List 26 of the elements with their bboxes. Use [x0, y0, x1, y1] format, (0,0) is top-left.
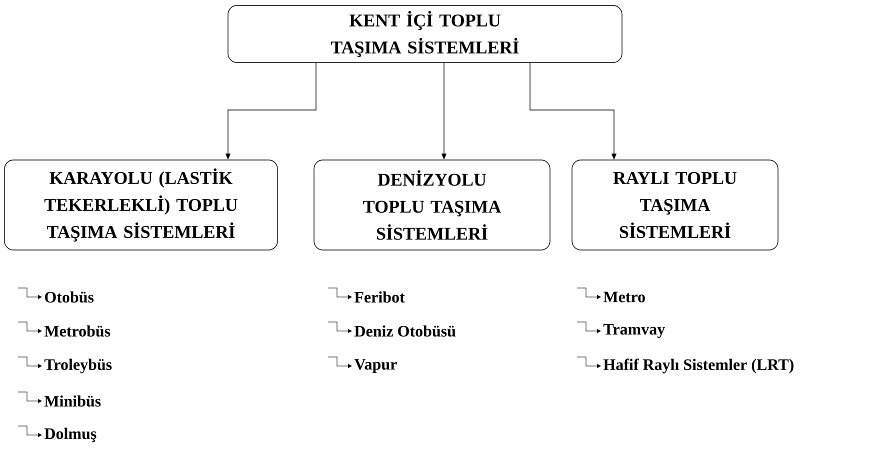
bent-arrow: [18, 356, 42, 368]
list-item: Metro: [603, 292, 645, 302]
bent-arrow: [576, 288, 601, 299]
list-item: Otobüs: [44, 291, 94, 303]
list-item: Vapur: [354, 359, 397, 373]
bent-arrow: [576, 322, 601, 333]
list-item: Minibüs: [44, 395, 101, 407]
bent-arrow: [18, 426, 42, 437]
bent-arrow: [328, 322, 352, 333]
list-item: Dolmuş: [44, 428, 96, 442]
list-item: Hafif Raylı Sistemler (LRT): [603, 358, 794, 374]
list-item: Troleybüs: [44, 358, 112, 374]
list-item: Deniz Otobüsü: [354, 325, 456, 337]
list-item: Feribot: [354, 291, 405, 303]
list-item: Tramvay: [603, 324, 665, 338]
bent-arrow: [18, 288, 42, 299]
bent-arrow: [18, 392, 42, 403]
bent-arrow: [328, 288, 352, 299]
bent-arrow: [576, 356, 601, 368]
category-box: RAYLI TOPLU TAŞIMA SİSTEMLERİ: [572, 160, 778, 250]
bent-arrow: [328, 356, 352, 368]
category-box: DENİZYOLU TOPLU TAŞIMA SİSTEMLERİ: [314, 160, 550, 250]
category-box: KENT İÇİ TOPLU TAŞIMA SİSTEMLERİ: [228, 5, 622, 63]
bent-arrow: [18, 322, 42, 333]
category-box: KARAYOLU (LASTİK TEKERLEKLİ) TOPLU TAŞIMA SİSTEMLERİ: [4, 160, 278, 250]
list-item: Metrobüs: [44, 325, 110, 337]
